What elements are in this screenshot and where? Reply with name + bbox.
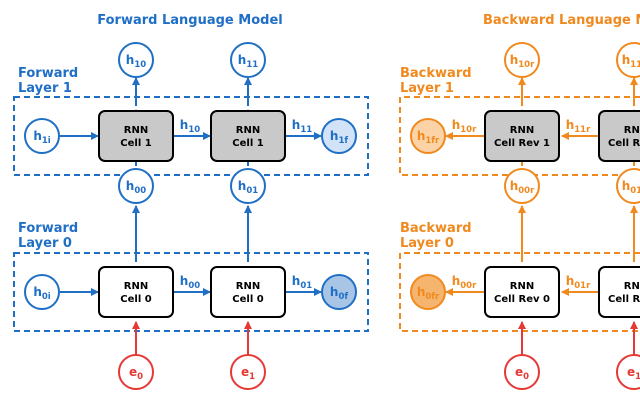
backward-layer0-label-line2: Layer 0 — [400, 236, 454, 251]
node-h0f: h0f — [321, 274, 357, 310]
edge-label-h11: h11 — [292, 118, 312, 135]
svg-text:RNN: RNN — [236, 281, 260, 292]
edge-label-h01: h01 — [292, 274, 312, 291]
svg-text:RNN: RNN — [236, 125, 260, 136]
forward-layer0-label-line2: Layer 0 — [18, 236, 72, 251]
edge-label-h00r: h00r — [452, 274, 477, 291]
svg-text:e0: e0 — [129, 365, 143, 382]
edge-label-h01r: h01r — [566, 274, 591, 291]
svg-text:h1fr: h1fr — [417, 129, 440, 146]
backward-layer1-label-line1: Backward — [400, 66, 472, 81]
node-h10r: h10r — [504, 42, 540, 78]
svg-text:h1i: h1i — [33, 129, 50, 146]
node-h1f: h1f — [321, 118, 357, 154]
edge-label-h00: h00 — [180, 274, 200, 291]
svg-text:Cell Rev 1: Cell Rev 1 — [494, 138, 550, 149]
svg-text:Cell 1: Cell 1 — [120, 138, 151, 149]
svg-text:RNN: RNN — [124, 281, 148, 292]
forward-layer1-box — [13, 96, 369, 176]
svg-text:Cell 0: Cell 0 — [232, 294, 263, 305]
svg-text:Cell Rev 1: Cell Rev 1 — [608, 138, 640, 149]
forward-cell1-a: RNN Cell 1 — [98, 110, 174, 162]
node-h0i: h0i — [24, 274, 60, 310]
svg-text:e0: e0 — [515, 365, 529, 382]
backward-cell0-a: RNN Cell Rev 0 — [484, 266, 560, 318]
node-h11: h11 — [230, 42, 266, 78]
forward-layer0-box — [13, 252, 369, 332]
node-h1fr: h1fr — [410, 118, 446, 154]
node-e0: e0 — [118, 354, 154, 390]
svg-text:e1: e1 — [241, 365, 255, 382]
svg-text:RNN: RNN — [510, 125, 534, 136]
node-h10: h10 — [118, 42, 154, 78]
forward-cell0-b: RNN Cell 0 — [210, 266, 286, 318]
svg-text:h0f: h0f — [330, 285, 348, 302]
svg-text:h01: h01 — [238, 179, 258, 196]
svg-text:h00: h00 — [126, 179, 146, 196]
backward-layer1-label-line2: Layer 1 — [400, 81, 454, 96]
svg-text:h01r: h01r — [622, 179, 640, 196]
backward-model: Backward Language Model Backward Layer 1… — [399, 13, 640, 390]
svg-text:Cell Rev 0: Cell Rev 0 — [494, 294, 550, 305]
edge-label-h11r: h11r — [566, 118, 591, 135]
forward-layer0-label-line1: Forward — [18, 221, 78, 236]
svg-text:Cell Rev 0: Cell Rev 0 — [608, 294, 640, 305]
node-h01: h01 — [230, 168, 266, 204]
svg-text:h00r: h00r — [510, 179, 535, 196]
backward-cell0-b: RNN Cell Rev 0 — [598, 266, 640, 318]
node-h11r: h11r — [616, 42, 640, 78]
forward-model: Forward Language Model Forward Layer 1 F… — [13, 13, 369, 390]
svg-text:h0i: h0i — [33, 285, 50, 302]
node-h00r: h00r — [504, 168, 540, 204]
backward-cell1-a: RNN Cell Rev 1 — [484, 110, 560, 162]
forward-layer1-label-line2: Layer 1 — [18, 81, 72, 96]
svg-text:h11: h11 — [238, 53, 258, 70]
edge-label-h10r: h10r — [452, 118, 477, 135]
forward-layer1-label-line1: Forward — [18, 66, 78, 81]
svg-text:Cell 0: Cell 0 — [120, 294, 151, 305]
node-h01r: h01r — [616, 168, 640, 204]
svg-text:RNN: RNN — [624, 281, 640, 292]
node-rev-e0: e0 — [504, 354, 540, 390]
backward-layer1-box — [399, 96, 640, 176]
svg-text:RNN: RNN — [624, 125, 640, 136]
svg-text:e1: e1 — [627, 365, 640, 382]
svg-text:RNN: RNN — [124, 125, 148, 136]
node-h00: h00 — [118, 168, 154, 204]
backward-layer0-box — [399, 252, 640, 332]
node-e1: e1 — [230, 354, 266, 390]
edge-label-h10: h10 — [180, 118, 200, 135]
forward-cell1-b: RNN Cell 1 — [210, 110, 286, 162]
svg-text:h11r: h11r — [622, 53, 640, 70]
node-h1i: h1i — [24, 118, 60, 154]
forward-title: Forward Language Model — [97, 13, 282, 28]
forward-cell0-a: RNN Cell 0 — [98, 266, 174, 318]
svg-text:h0fr: h0fr — [417, 285, 440, 302]
svg-text:Cell 1: Cell 1 — [232, 138, 263, 149]
svg-text:RNN: RNN — [510, 281, 534, 292]
backward-title: Backward Language Model — [483, 13, 640, 28]
svg-text:h10: h10 — [126, 53, 146, 70]
backward-cell1-b: RNN Cell Rev 1 — [598, 110, 640, 162]
backward-layer0-label-line1: Backward — [400, 221, 472, 236]
svg-text:h1f: h1f — [330, 129, 348, 146]
node-h0fr: h0fr — [410, 274, 446, 310]
node-rev-e1: e1 — [616, 354, 640, 390]
svg-text:h10r: h10r — [510, 53, 535, 70]
